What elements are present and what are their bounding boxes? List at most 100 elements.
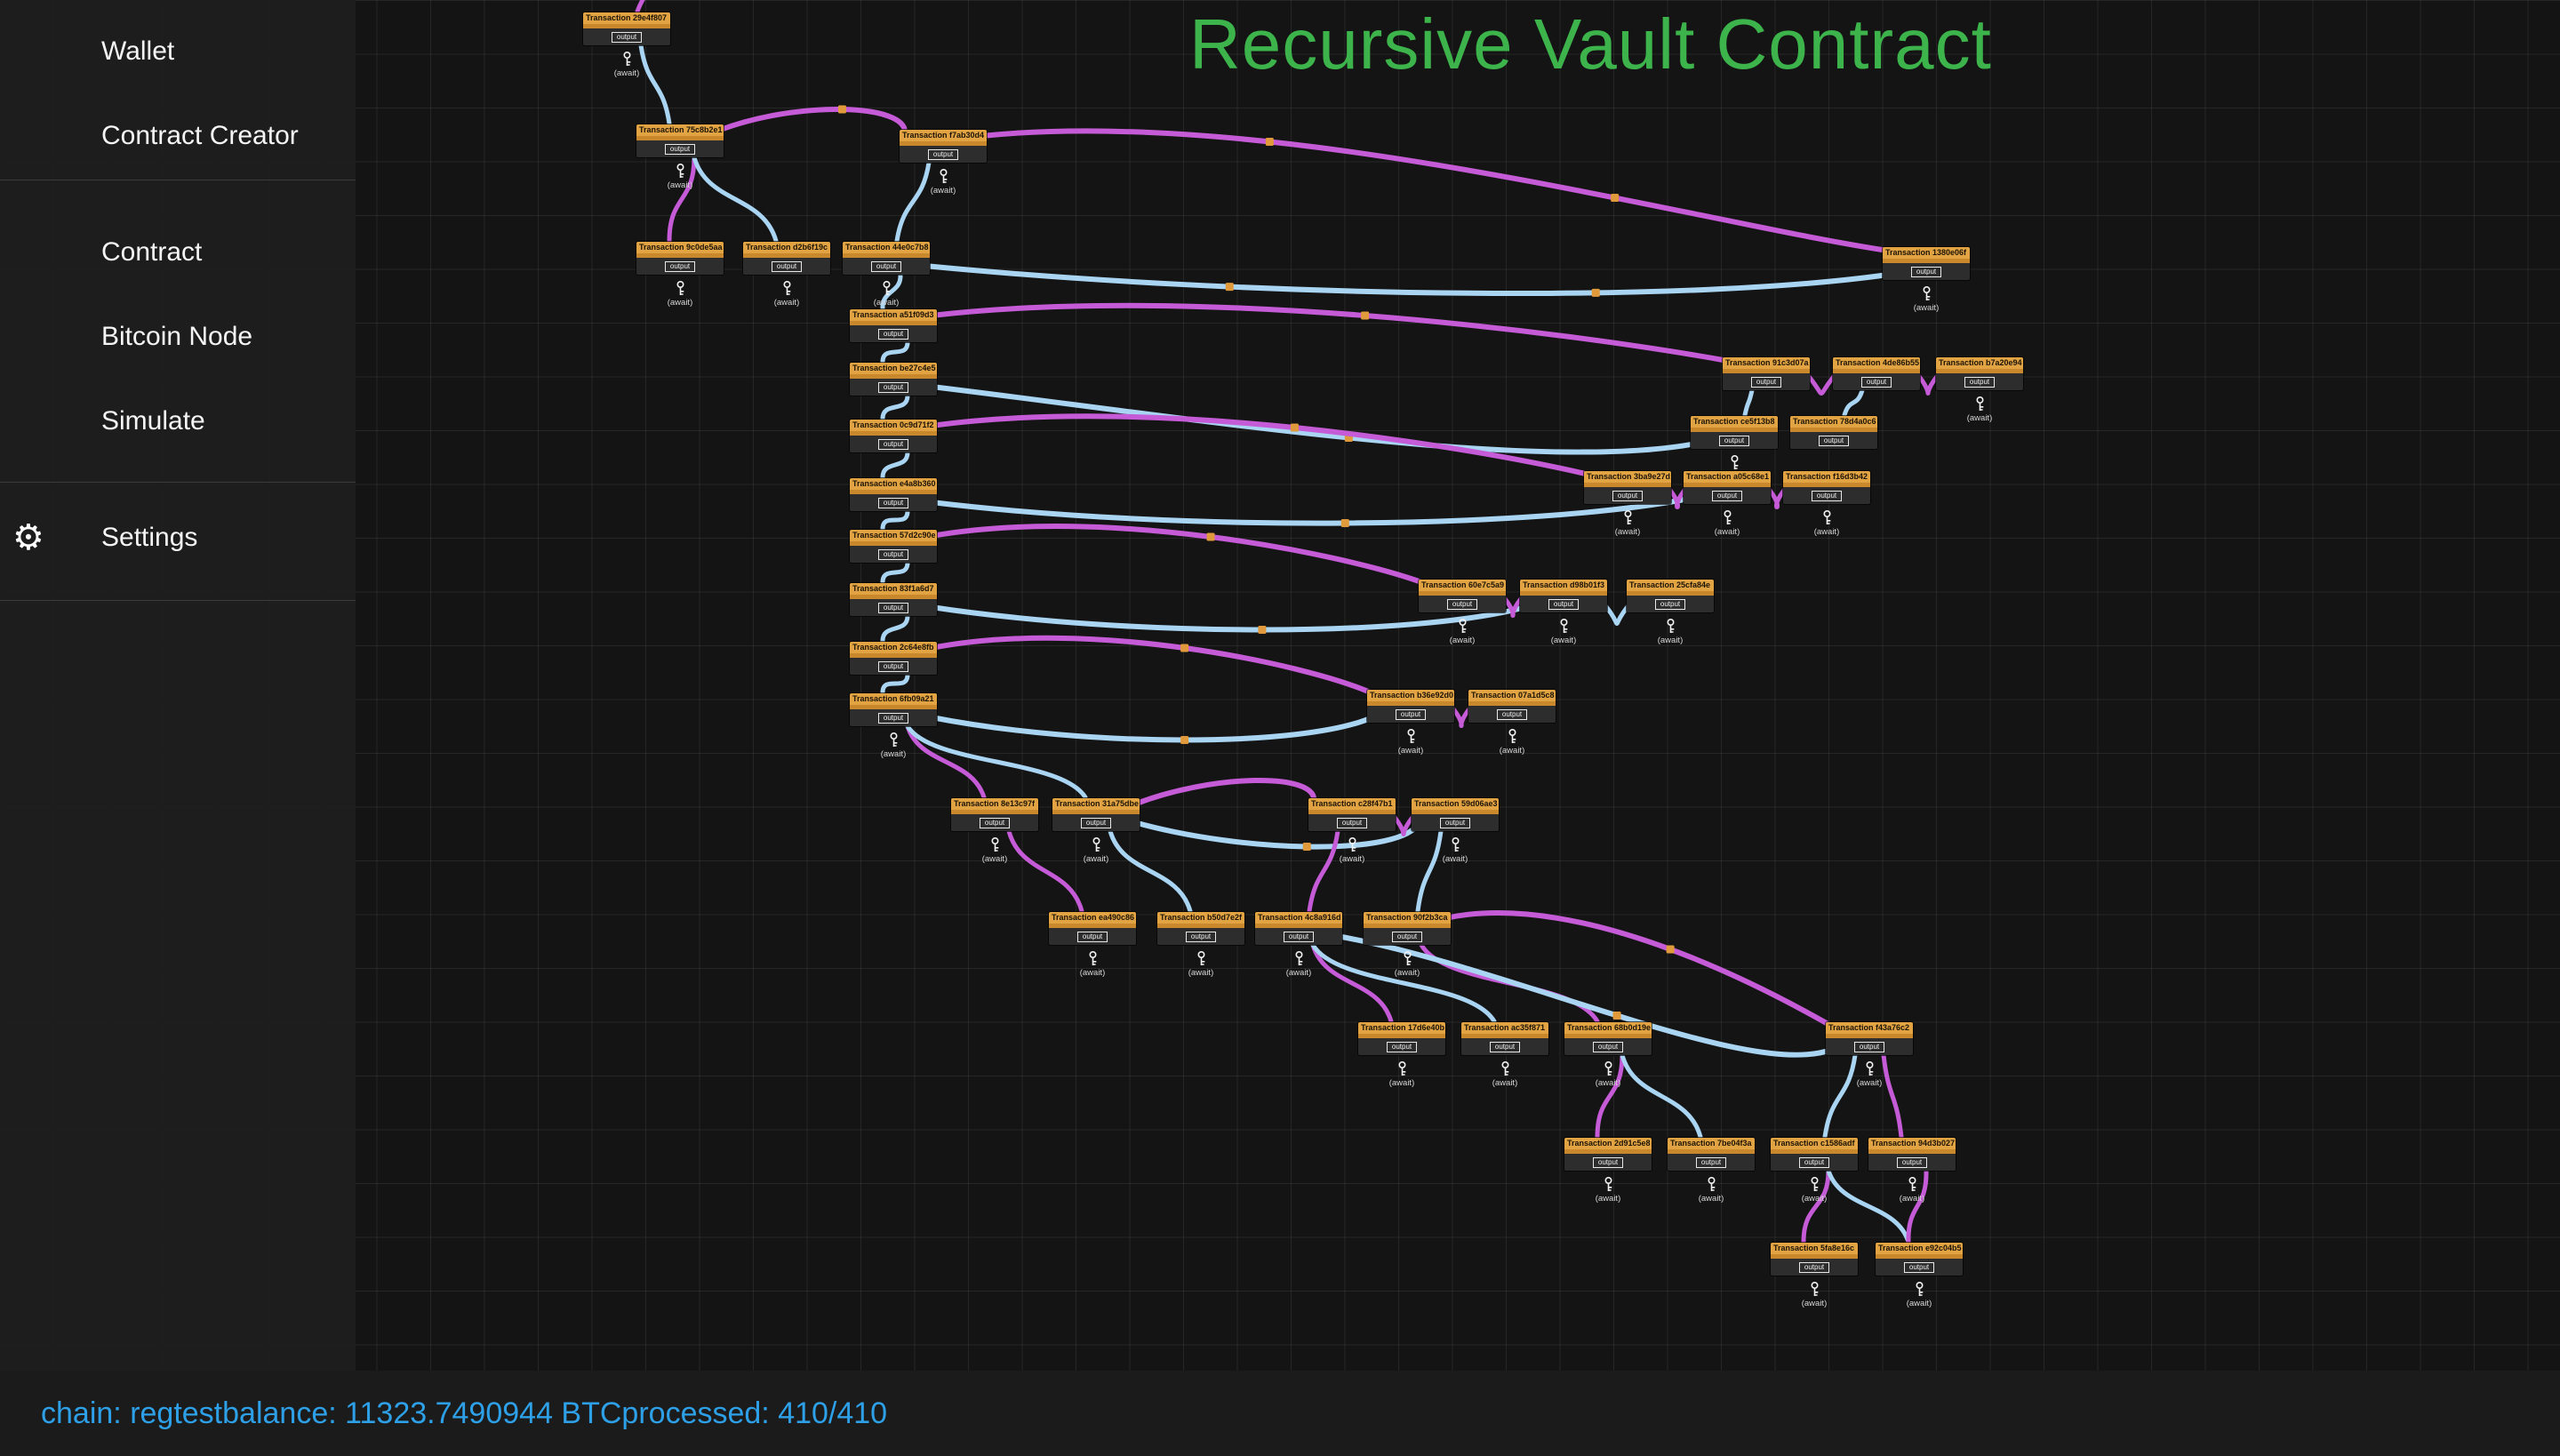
utxo-key-icon[interactable]: (await) [1430, 836, 1480, 864]
output-box[interactable]: output [1798, 1261, 1830, 1273]
output-box[interactable]: output [611, 31, 643, 43]
utxo-key-icon[interactable]: (await) [655, 280, 705, 308]
utxo-key-icon[interactable]: (await) [1071, 836, 1121, 864]
output-box[interactable]: output [1336, 817, 1368, 828]
utxo-key-icon[interactable]: (await) [1327, 836, 1377, 864]
output-box[interactable]: output [877, 712, 909, 724]
output-box[interactable]: output [979, 817, 1011, 828]
utxo-key-icon[interactable]: (await) [1887, 1176, 1937, 1204]
output-box[interactable]: output [1548, 598, 1580, 610]
output-box[interactable]: output [1964, 376, 1996, 388]
output-box[interactable]: output [1446, 598, 1478, 610]
sidebar-item-wallet[interactable]: Wallet [0, 9, 356, 93]
utxo-key-icon[interactable]: (await) [1382, 950, 1432, 978]
output-box[interactable]: output [1811, 490, 1843, 501]
output-box[interactable]: output [1439, 817, 1471, 828]
utxo-key-icon[interactable]: (await) [1844, 1060, 1894, 1088]
output-box[interactable]: output [1860, 376, 1892, 388]
utxo-key-icon[interactable]: (await) [1386, 728, 1436, 756]
output-box[interactable]: output [1592, 1041, 1624, 1052]
utxo-key-icon[interactable]: (await) [970, 836, 1020, 864]
utxo-key-icon[interactable]: (await) [1437, 618, 1487, 645]
output-box[interactable]: output [877, 660, 909, 672]
output-box[interactable]: output [1612, 490, 1644, 501]
output-box[interactable]: output [1496, 708, 1528, 720]
utxo-key-icon[interactable]: (await) [918, 168, 968, 196]
output-box[interactable]: output [1910, 266, 1942, 277]
output-box[interactable]: output [1718, 435, 1750, 446]
utxo-key-icon[interactable]: (await) [1686, 1176, 1736, 1204]
sidebar-item-simulate[interactable]: Simulate [0, 379, 356, 463]
output-box[interactable]: output [877, 497, 909, 508]
utxo-key-icon[interactable]: (await) [1480, 1060, 1530, 1088]
utxo-key-icon[interactable]: (await) [1702, 509, 1752, 537]
utxo-key-icon[interactable]: (await) [1894, 1281, 1944, 1308]
utxo-key-icon[interactable]: (await) [762, 280, 812, 308]
output-box[interactable]: output [1386, 1041, 1418, 1052]
output-box[interactable]: output [1818, 435, 1850, 446]
output-box[interactable]: output [1798, 1156, 1830, 1168]
sidebar-item-contract[interactable]: Contract [0, 210, 356, 294]
utxo-key-icon[interactable]: (await) [1789, 1281, 1839, 1308]
utxo-key-icon[interactable]: (await) [868, 732, 918, 759]
output-box[interactable]: output [870, 260, 902, 272]
output-box[interactable]: output [1654, 598, 1686, 610]
sidebar-item-contract-creator[interactable]: Contract Creator [0, 93, 356, 178]
output-box[interactable]: output [1903, 1261, 1935, 1273]
output-box[interactable]: output [877, 328, 909, 340]
output-box[interactable]: output [877, 381, 909, 393]
output-box[interactable]: output [927, 148, 959, 160]
utxo-key-icon[interactable]: (await) [1955, 396, 2004, 423]
output-box[interactable]: output [1185, 931, 1217, 942]
output-box[interactable]: output [1853, 1041, 1885, 1052]
utxo-key-icon[interactable]: (await) [655, 163, 705, 190]
utxo-key-icon[interactable]: (await) [1176, 950, 1226, 978]
output-box[interactable]: output [1750, 376, 1782, 388]
utxo-key-icon[interactable]: (await) [1487, 728, 1537, 756]
utxo-key-icon[interactable]: (await) [1901, 285, 1951, 313]
output-box[interactable]: output [877, 438, 909, 450]
output-box[interactable]: output [664, 260, 696, 272]
output-box[interactable]: output [877, 602, 909, 613]
output-box[interactable]: output [1896, 1156, 1928, 1168]
utxo-key-icon[interactable]: (await) [1802, 509, 1852, 537]
output-box[interactable]: output [1711, 490, 1743, 501]
utxo-key-icon[interactable]: (await) [1583, 1176, 1633, 1204]
sidebar-item-settings[interactable]: ⚙ Settings [0, 495, 356, 580]
utxo-key-icon[interactable]: (await) [1645, 618, 1695, 645]
utxo-key-icon[interactable]: (await) [1583, 1060, 1633, 1088]
output-box[interactable]: output [1489, 1041, 1521, 1052]
utxo-key-icon[interactable]: (await) [861, 280, 911, 308]
